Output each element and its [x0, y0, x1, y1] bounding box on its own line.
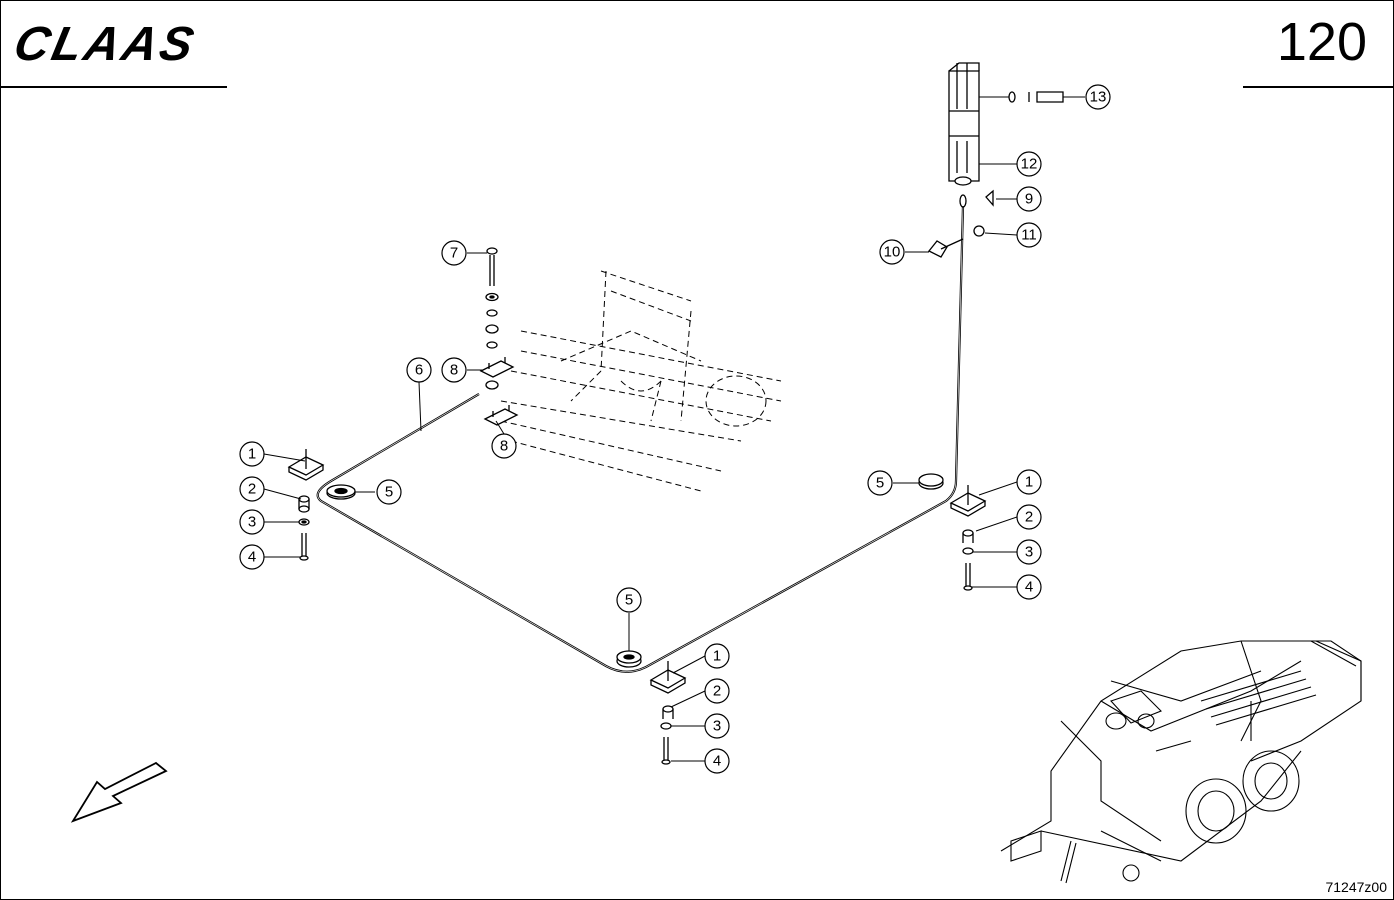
callout-4-right-label: 4 — [1025, 579, 1033, 596]
callout-8-upper-label: 8 — [450, 362, 458, 379]
baler-overview-thumbnail — [1000, 640, 1362, 884]
callout-1-right-label: 1 — [1025, 474, 1033, 491]
callout-13-label: 13 — [1090, 89, 1107, 106]
callout-5-bottom: 5 — [616, 587, 642, 613]
callout-2-bottom: 2 — [704, 678, 730, 704]
bracket-upper-right — [948, 62, 1064, 186]
callout-7-label: 7 — [450, 245, 458, 262]
callout-2-left-label: 2 — [248, 481, 256, 498]
grommet-right — [918, 473, 944, 490]
callout-5-right-label: 5 — [876, 475, 884, 492]
callouts: 1 2 3 4 5 6 7 8 8 5 1 2 3 4 1 2 3 4 5 9 … — [239, 84, 1111, 774]
callout-4-bottom-label: 4 — [713, 753, 721, 770]
callout-2-right: 2 — [1016, 504, 1042, 530]
callout-12: 12 — [1016, 151, 1042, 177]
callout-5-bottom-label: 5 — [625, 592, 633, 609]
drawing-code: 71247z00 — [1325, 879, 1387, 895]
grommet-bottom — [616, 650, 642, 668]
callout-7: 7 — [441, 240, 467, 266]
callout-1-left: 1 — [239, 441, 265, 467]
callout-5-left-label: 5 — [385, 484, 393, 501]
callout-4-right: 4 — [1016, 574, 1042, 600]
callout-3-right: 3 — [1016, 539, 1042, 565]
callout-4-bottom: 4 — [704, 748, 730, 774]
callout-8-lower: 8 — [491, 433, 517, 459]
callout-11: 11 — [1016, 222, 1042, 248]
callout-3-left: 3 — [239, 509, 265, 535]
callout-2-left: 2 — [239, 476, 265, 502]
callout-1-bottom: 1 — [704, 643, 730, 669]
callout-1-left-label: 1 — [248, 446, 256, 463]
callout-1-bottom-label: 1 — [713, 648, 721, 665]
callout-10: 10 — [879, 239, 905, 265]
callout-leaders — [263, 96, 1085, 762]
callout-4-left: 4 — [239, 544, 265, 570]
callout-9: 9 — [1016, 186, 1042, 212]
callout-12-label: 12 — [1021, 156, 1038, 173]
ghost-frame-structure — [500, 270, 782, 492]
page-number-underline — [1243, 86, 1394, 88]
callout-4-left-label: 4 — [248, 549, 256, 566]
logo-underline — [1, 86, 227, 88]
callout-9-label: 9 — [1025, 191, 1033, 208]
callout-3-bottom: 3 — [704, 713, 730, 739]
callout-6-label: 6 — [415, 362, 423, 379]
callout-8-upper: 8 — [441, 357, 467, 383]
page-number: 120 — [1276, 12, 1367, 72]
callout-10-label: 10 — [884, 244, 901, 261]
callout-11-label: 11 — [1021, 227, 1037, 244]
bolt-stack-center — [479, 247, 519, 426]
callout-3-right-label: 3 — [1025, 544, 1033, 561]
callout-2-right-label: 2 — [1025, 509, 1033, 526]
callout-2-bottom-label: 2 — [713, 683, 721, 700]
callout-5-left: 5 — [376, 479, 402, 505]
mount-plate-left — [287, 449, 325, 561]
direction-arrow — [70, 761, 168, 823]
callout-3-left-label: 3 — [248, 514, 256, 531]
callout-5-right: 5 — [867, 470, 893, 496]
callout-3-bottom-label: 3 — [713, 718, 721, 735]
mount-plate-bottom — [649, 661, 687, 765]
callout-8-lower-label: 8 — [500, 438, 508, 455]
grommet-left — [326, 484, 356, 500]
clips — [927, 189, 994, 258]
callout-13: 13 — [1085, 84, 1111, 110]
mount-plate-right — [949, 485, 987, 591]
callout-6: 6 — [406, 357, 432, 383]
callout-1-right: 1 — [1016, 469, 1042, 495]
